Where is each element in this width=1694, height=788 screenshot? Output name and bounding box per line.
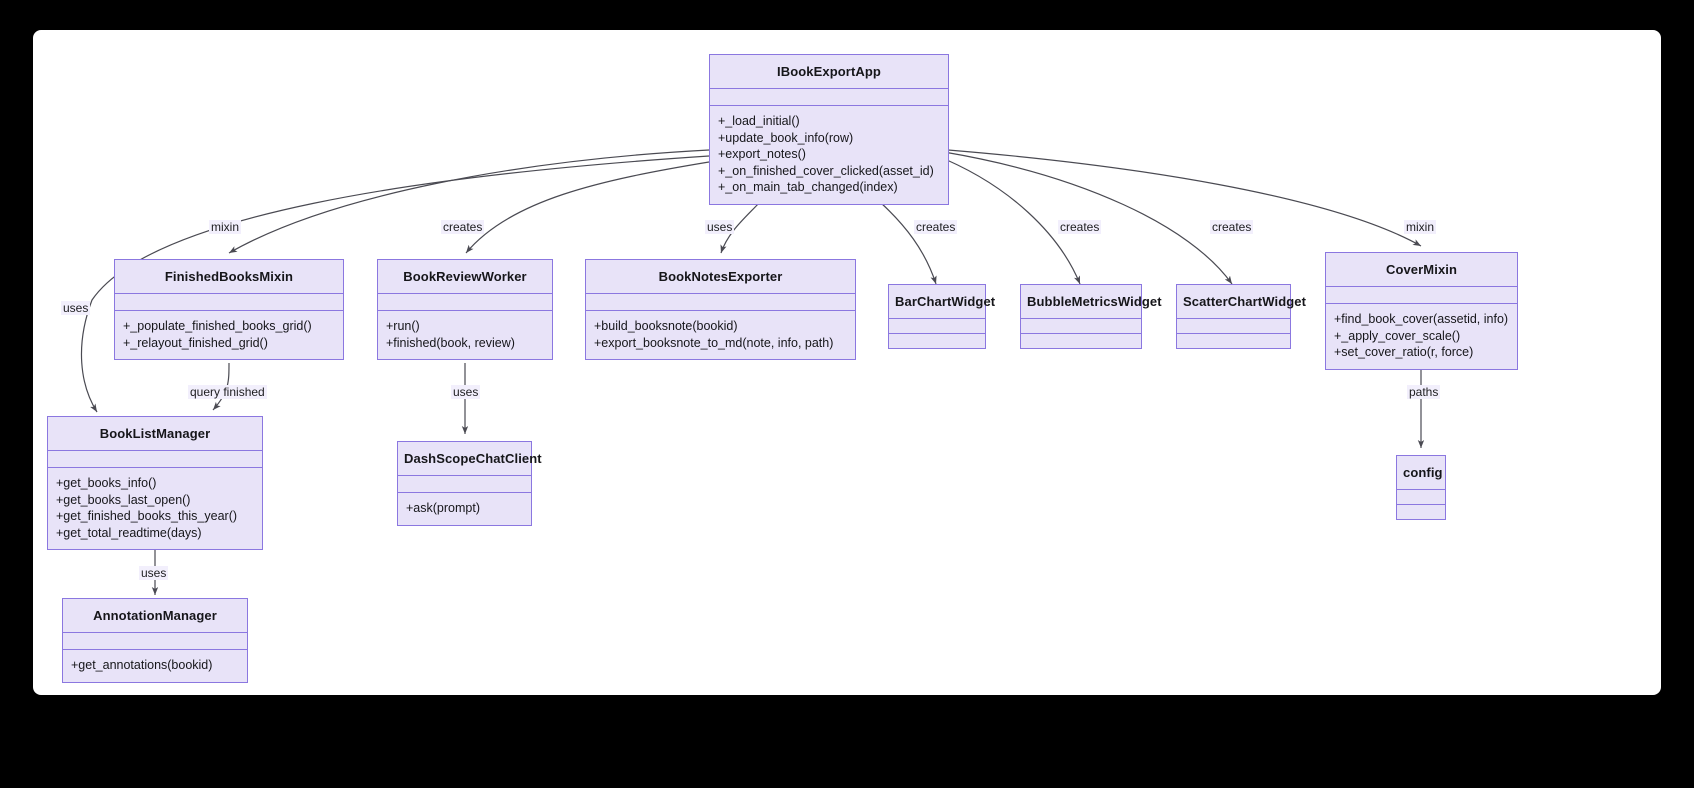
edge-creates-bookreviewworker: [465, 161, 710, 254]
attributes-compartment: [48, 451, 262, 468]
methods-compartment: +run() +finished(book, review): [378, 311, 552, 359]
class-node-dashscopechatclient[interactable]: DashScopeChatClient +ask(prompt): [397, 441, 542, 526]
methods-compartment: +_populate_finished_books_grid() +_relay…: [115, 311, 343, 359]
method-row: +update_book_info(row): [718, 130, 854, 145]
class-title: BookReviewWorker: [378, 260, 552, 294]
method-row: +build_booksnote(bookid): [594, 319, 738, 333]
class-title: BookNotesExporter: [586, 260, 855, 294]
edge-label-mixin-cover: mixin: [1404, 220, 1437, 234]
method-row: +_populate_finished_books_grid(): [123, 319, 312, 333]
edge-label-paths-config: paths: [1407, 385, 1441, 399]
class-node-booknotesexporter[interactable]: BookNotesExporter +build_booksnote(booki…: [585, 259, 856, 360]
edge-label-creates-bar: creates: [914, 220, 958, 234]
class-node-bookreviewworker[interactable]: BookReviewWorker +run() +finished(book, …: [377, 259, 553, 360]
class-node-covermixin[interactable]: CoverMixin +find_book_cover(assetid, inf…: [1325, 252, 1518, 370]
methods-compartment: +get_annotations(bookid): [63, 650, 247, 682]
class-title: BookListManager: [48, 417, 262, 451]
method-row: +get_books_last_open(): [56, 492, 191, 507]
method-row: +get_total_readtime(days): [56, 525, 202, 540]
method-row: +find_book_cover(assetid, info): [1334, 312, 1509, 326]
edge-label-uses-exporter: uses: [705, 220, 735, 234]
edge-creates-scatterchartwidget: [943, 151, 1233, 285]
attributes-compartment: [1326, 287, 1517, 304]
attributes-compartment: [398, 476, 531, 493]
methods-compartment: +_load_initial() +update_book_info(row) …: [710, 106, 948, 204]
class-title: ScatterChartWidget: [1177, 285, 1306, 319]
attributes-compartment: [586, 294, 855, 311]
class-title: AnnotationManager: [63, 599, 247, 633]
method-row: +_on_main_tab_changed(index): [718, 180, 898, 194]
edge-creates-barchartwidget: [879, 201, 937, 285]
method-row: +get_books_info(): [56, 476, 157, 490]
attributes-compartment: [1021, 319, 1141, 334]
methods-compartment: [889, 334, 985, 348]
class-title: BarChartWidget: [889, 285, 995, 319]
method-row: +finished(book, review): [386, 335, 515, 350]
method-row: +ask(prompt): [406, 501, 480, 515]
method-row: +_relayout_finished_grid(): [123, 335, 268, 350]
method-row: +get_annotations(bookid): [71, 658, 213, 672]
class-title: IBookExportApp: [710, 55, 948, 89]
attributes-compartment: [1177, 319, 1290, 334]
attributes-compartment: [889, 319, 985, 334]
edge-label-query-finished: query finished: [188, 385, 267, 399]
edge-mixin-covermixin: [947, 149, 1422, 247]
class-node-scatterchartwidget[interactable]: ScatterChartWidget: [1176, 284, 1306, 349]
edge-label-uses-dashscope: uses: [451, 385, 481, 399]
methods-compartment: +build_booksnote(bookid) +export_booksno…: [586, 311, 855, 359]
class-title: BubbleMetricsWidget: [1021, 285, 1162, 319]
class-node-barchartwidget[interactable]: BarChartWidget: [888, 284, 995, 349]
methods-compartment: +ask(prompt): [398, 493, 531, 525]
attributes-compartment: [378, 294, 552, 311]
class-title: config: [1397, 456, 1445, 490]
method-row: +export_notes(): [718, 147, 806, 161]
class-node-bubblemetricswidget[interactable]: BubbleMetricsWidget: [1020, 284, 1162, 349]
edge-label-uses-annotation: uses: [139, 566, 169, 580]
method-row: +_on_finished_cover_clicked(asset_id): [718, 163, 934, 178]
edge-label-creates-worker: creates: [441, 220, 485, 234]
methods-compartment: [1397, 505, 1445, 519]
method-row: +_load_initial(): [718, 114, 800, 128]
attributes-compartment: [115, 294, 343, 311]
edge-mixin-finishedbooksmixin: [228, 149, 710, 254]
class-title: DashScopeChatClient: [398, 442, 542, 476]
edge-label-creates-scatter: creates: [1210, 220, 1254, 234]
method-row: +set_cover_ratio(r, force): [1334, 345, 1474, 359]
class-node-config[interactable]: config: [1396, 455, 1446, 520]
class-node-finishedbooksmixin[interactable]: FinishedBooksMixin +_populate_finished_b…: [114, 259, 344, 360]
attributes-compartment: [1397, 490, 1445, 505]
methods-compartment: [1021, 334, 1141, 348]
method-row: +get_finished_books_this_year(): [56, 509, 238, 523]
attributes-compartment: [710, 89, 948, 106]
edge-label-mixin-finished: mixin: [209, 220, 242, 234]
methods-compartment: +find_book_cover(assetid, info) +_apply_…: [1326, 304, 1517, 369]
class-title: FinishedBooksMixin: [115, 260, 343, 294]
methods-compartment: +get_books_info() +get_books_last_open()…: [48, 468, 262, 549]
method-row: +export_booksnote_to_md(note, info, path…: [594, 335, 834, 350]
method-row: +run(): [386, 319, 420, 333]
class-title: CoverMixin: [1326, 253, 1517, 287]
attributes-compartment: [63, 633, 247, 650]
class-node-ibookexportapp[interactable]: IBookExportApp +_load_initial() +update_…: [709, 54, 949, 205]
method-row: +_apply_cover_scale(): [1334, 328, 1461, 343]
class-node-annotationmanager[interactable]: AnnotationManager +get_annotations(booki…: [62, 598, 248, 683]
methods-compartment: [1177, 334, 1290, 348]
edge-label-creates-bubble: creates: [1058, 220, 1102, 234]
class-node-booklistmanager[interactable]: BookListManager +get_books_info() +get_b…: [47, 416, 263, 550]
edge-label-uses-booklist: uses: [61, 301, 91, 315]
